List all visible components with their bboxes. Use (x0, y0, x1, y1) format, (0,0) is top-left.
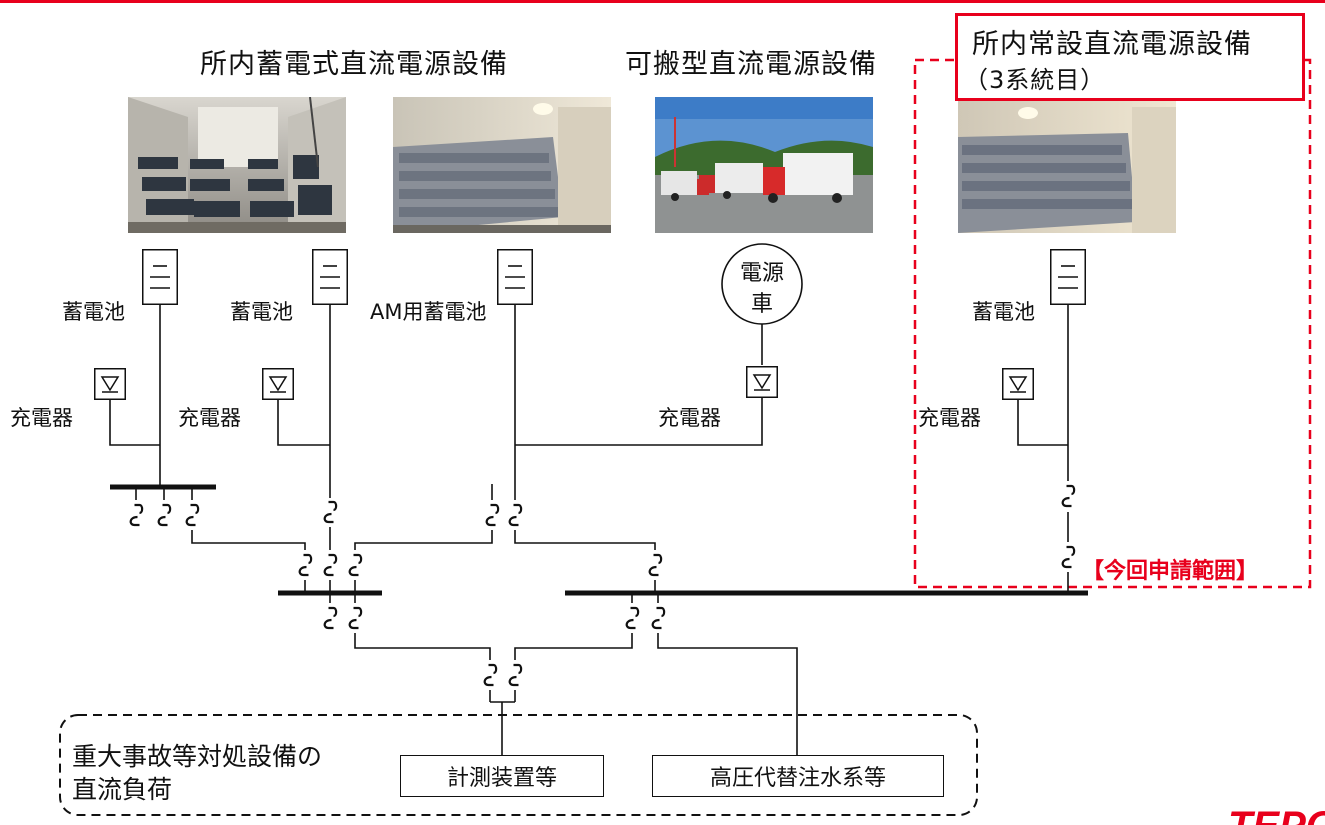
photo-battery-room-1 (128, 97, 346, 233)
battery-label-2: 蓄電池 (230, 300, 293, 324)
photo-power-vehicles (655, 97, 873, 233)
battery-symbol-2 (311, 248, 349, 306)
load-hp-water-injection: 高圧代替注水系等 (652, 755, 944, 797)
power-vehicle-symbol (721, 243, 803, 325)
charger-symbol-4 (1002, 368, 1034, 400)
dc-load-group-title-2: 直流負荷 (72, 775, 173, 804)
charger-symbol-2 (262, 368, 294, 400)
title-portable-dc: 可搬型直流電源設備 (625, 49, 877, 80)
battery-symbol-1 (141, 248, 179, 306)
charger-label-1: 充電器 (10, 406, 73, 430)
power-vehicle-label-1: 電源 (740, 261, 785, 286)
load-instrumentation-label: 計測装置等 (446, 766, 557, 791)
power-vehicle-label-2: 車 (751, 292, 774, 317)
tepco-logo: TEPCO (1228, 806, 1325, 825)
charger-label-2: 充電器 (178, 406, 241, 430)
am-battery-label: AM用蓄電池 (370, 300, 487, 324)
battery-label-1: 蓄電池 (62, 300, 125, 324)
charger-label-3: 充電器 (658, 406, 721, 430)
load-instrumentation: 計測装置等 (400, 755, 604, 797)
busbars (110, 484, 1088, 596)
photo-battery-room-2 (393, 97, 611, 233)
title-onsite-battery-dc: 所内蓄電式直流電源設備 (200, 49, 508, 80)
charger-symbol-1 (94, 368, 126, 400)
breaker-symbols (129, 484, 1076, 687)
tepco-logo-text: TEPCO (1228, 806, 1325, 825)
permanent-dc-callout: 所内常設直流電源設備 （3系統目） (955, 13, 1305, 101)
am-battery-symbol (496, 248, 534, 306)
photo-battery-room-3 (958, 97, 1176, 233)
application-scope-label: 【今回申請範囲】 (1082, 559, 1259, 584)
title-permanent-dc-system-count: （3系統目） (964, 66, 1106, 94)
charger-label-4: 充電器 (918, 406, 981, 430)
top-red-rule (0, 0, 1325, 3)
battery-symbol-3 (1049, 248, 1087, 306)
title-permanent-dc: 所内常設直流電源設備 (972, 29, 1252, 60)
battery-label-3: 蓄電池 (972, 300, 1035, 324)
load-hp-water-injection-label: 高圧代替注水系等 (709, 766, 886, 791)
charger-symbol-3 (746, 366, 778, 398)
dc-load-group-frame (59, 714, 978, 816)
dc-load-group-title-1: 重大事故等対処設備の (72, 742, 323, 771)
